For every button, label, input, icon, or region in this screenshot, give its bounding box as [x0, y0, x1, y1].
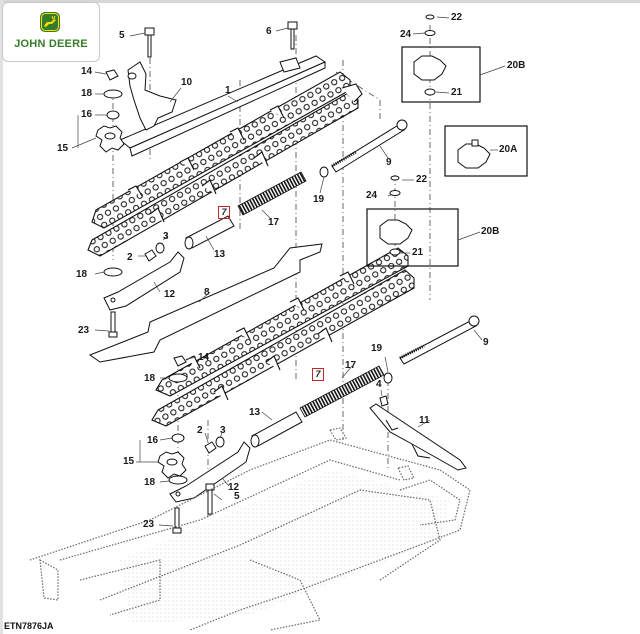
- callout-1[interactable]: 1: [225, 85, 231, 96]
- callout-20a[interactable]: 20A: [499, 144, 518, 155]
- callout-2-lower[interactable]: 2: [197, 425, 203, 436]
- callout-18-d[interactable]: 18: [144, 477, 156, 488]
- callout-19-lower[interactable]: 19: [371, 343, 383, 354]
- callout-11[interactable]: 11: [419, 415, 430, 426]
- washer-18a: [103, 89, 123, 99]
- callout-9[interactable]: 9: [386, 157, 392, 168]
- part-lower-chain: [151, 247, 415, 427]
- callout-13-lower[interactable]: 13: [249, 407, 261, 418]
- figure-id: ETN7876JA: [4, 621, 54, 631]
- detail-box-20b-top: [401, 46, 481, 103]
- callout-22[interactable]: 22: [451, 12, 463, 23]
- highlight-ref-7-upper[interactable]: 7: [218, 206, 230, 219]
- washer-18d: [168, 475, 188, 485]
- brand-logo: JOHN DEERE: [2, 2, 100, 62]
- frame-left-border: [0, 0, 3, 634]
- brand-name: JOHN DEERE: [14, 38, 88, 50]
- callout-15-lower[interactable]: 15: [123, 456, 135, 467]
- part-spring-upper: [237, 171, 307, 216]
- part-plate: [88, 243, 323, 363]
- washer-19b: [383, 372, 393, 384]
- part-bolt-6: [287, 21, 298, 50]
- callout-20b[interactable]: 20B: [507, 60, 526, 71]
- callout-15[interactable]: 15: [57, 143, 69, 154]
- bolt-4: [379, 395, 389, 407]
- callout-21-lower[interactable]: 21: [412, 247, 424, 258]
- callout-18[interactable]: 18: [81, 88, 93, 99]
- nut-14b: [173, 355, 187, 367]
- washers-and-nuts: [103, 69, 393, 485]
- callout-16-lower[interactable]: 16: [147, 435, 159, 446]
- callout-23-lower[interactable]: 23: [143, 519, 155, 530]
- part-guide-rail: [119, 55, 327, 157]
- callout-12-lower[interactable]: 12: [228, 482, 240, 493]
- deer-emblem-icon: [40, 12, 60, 32]
- callout-2[interactable]: 2: [127, 252, 133, 263]
- callout-16[interactable]: 16: [81, 109, 93, 120]
- callout-5[interactable]: 5: [119, 30, 125, 41]
- callout-12[interactable]: 12: [164, 289, 176, 300]
- callout-14[interactable]: 14: [81, 66, 93, 77]
- part-rod-upper: [331, 119, 408, 173]
- highlight-ref-7-lower[interactable]: 7: [312, 368, 324, 381]
- callout-20b-lower[interactable]: 20B: [481, 226, 500, 237]
- leader-lines: [71, 16, 506, 527]
- part-knob-lower: [157, 451, 187, 479]
- part-arm-lower: [169, 441, 251, 503]
- callout-6[interactable]: 6: [266, 26, 272, 37]
- callout-9-lower[interactable]: 9: [483, 337, 489, 348]
- detail-box-20a: [444, 125, 528, 177]
- callout-14-lower[interactable]: 14: [198, 352, 210, 363]
- washer-19a: [319, 166, 329, 178]
- callout-3-lower[interactable]: 3: [220, 425, 226, 436]
- callout-17-lower[interactable]: 17: [345, 360, 357, 371]
- part-bolt-5-upper: [144, 27, 155, 58]
- part-upper-chain: [87, 71, 363, 257]
- part-tube-lower: [250, 411, 303, 448]
- part-knob-upper: [95, 125, 125, 153]
- frame-shading: [120, 470, 450, 625]
- part-arm-upper: [103, 251, 185, 311]
- callout-17[interactable]: 17: [268, 217, 280, 228]
- callout-21[interactable]: 21: [451, 87, 463, 98]
- square-nut-2b: [204, 441, 217, 454]
- callout-19[interactable]: 19: [313, 194, 325, 205]
- part-tube-upper: [184, 215, 235, 250]
- nut-3a: [155, 242, 165, 254]
- callout-24[interactable]: 24: [400, 29, 412, 40]
- callout-5-lower[interactable]: 5: [234, 491, 240, 502]
- part-spring-lower: [299, 365, 385, 418]
- knob-assemblies: [379, 14, 491, 256]
- callout-8[interactable]: 8: [204, 287, 210, 298]
- detail-box-20b-mid: [366, 208, 459, 267]
- lower-bolts: [108, 311, 215, 534]
- callout-23[interactable]: 23: [78, 325, 90, 336]
- part-bracket: [127, 61, 177, 131]
- nut-14a: [105, 69, 119, 81]
- washer-18b: [103, 267, 123, 277]
- washer-18c: [168, 373, 188, 383]
- square-nut-2a: [144, 249, 157, 262]
- part-arm-11: [369, 403, 467, 471]
- callout-18-b[interactable]: 18: [76, 269, 88, 280]
- nut-3b: [215, 436, 225, 448]
- callout-13[interactable]: 13: [214, 249, 226, 260]
- callout-4[interactable]: 4: [376, 379, 382, 390]
- callout-10[interactable]: 10: [181, 77, 193, 88]
- bushing-16a: [106, 110, 120, 120]
- callout-3[interactable]: 3: [163, 231, 169, 242]
- callout-18-c[interactable]: 18: [144, 373, 156, 384]
- part-rod-lower: [399, 315, 480, 365]
- frame-top-border: [0, 0, 640, 3]
- callout-24-lower[interactable]: 24: [366, 190, 378, 201]
- callout-22-lower[interactable]: 22: [416, 174, 428, 185]
- bushing-16b: [171, 433, 185, 443]
